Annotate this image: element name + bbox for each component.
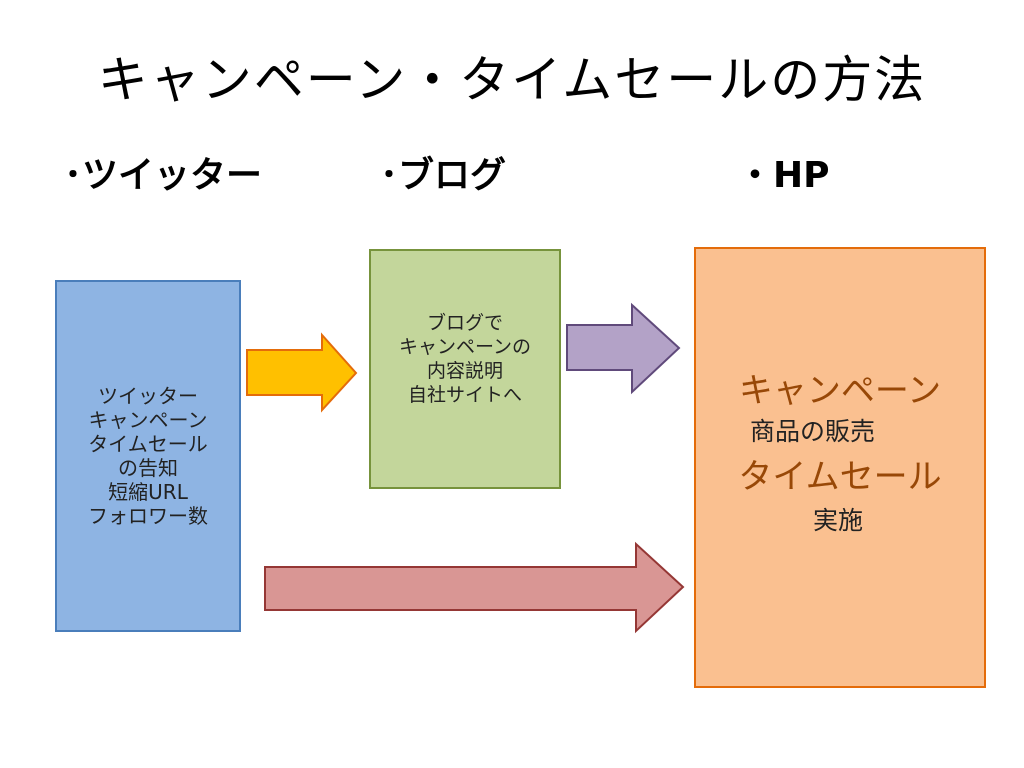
twitter-box-line: ツイッター <box>98 384 198 408</box>
blog-box-line: 内容説明 <box>426 360 503 382</box>
hp-box-line: 商品の販売 <box>749 417 875 446</box>
twitter-box-line: の告知 <box>118 456 178 480</box>
twitter-box-line: 短縮URL <box>108 480 188 504</box>
hp-box-line: キャンペーン <box>738 371 942 411</box>
hp-box-line: タイムセール <box>738 457 942 497</box>
arrow-twitter-to-blog <box>246 332 358 413</box>
heading-blog: ･ブログ <box>380 155 507 196</box>
slide-title: キャンペーン・タイムセールの方法 <box>97 51 927 109</box>
twitter-box-line: キャンペーン <box>88 408 208 432</box>
heading-hp: ・HP <box>737 155 830 196</box>
blog-box: ブログで キャンペーンの 内容説明 自社サイトへ <box>369 249 561 489</box>
heading-twitter: ･ツイッター <box>64 155 263 196</box>
blog-box-line: ブログで <box>426 312 503 334</box>
twitter-box-line: タイムセール <box>88 432 208 456</box>
arrow-twitter-to-hp <box>264 541 685 634</box>
twitter-box: ツイッター キャンペーン タイムセール の告知 短縮URL フォロワー数 <box>55 280 241 632</box>
hp-box-line: 実施 <box>812 506 863 535</box>
hp-box: キャンペーン 商品の販売 タイムセール 実施 <box>694 247 986 688</box>
arrow-blog-to-hp <box>566 302 681 395</box>
blog-box-line: 自社サイトへ <box>407 384 522 406</box>
blog-box-line: キャンペーンの <box>398 336 532 358</box>
twitter-box-line: フォロワー数 <box>88 504 208 528</box>
